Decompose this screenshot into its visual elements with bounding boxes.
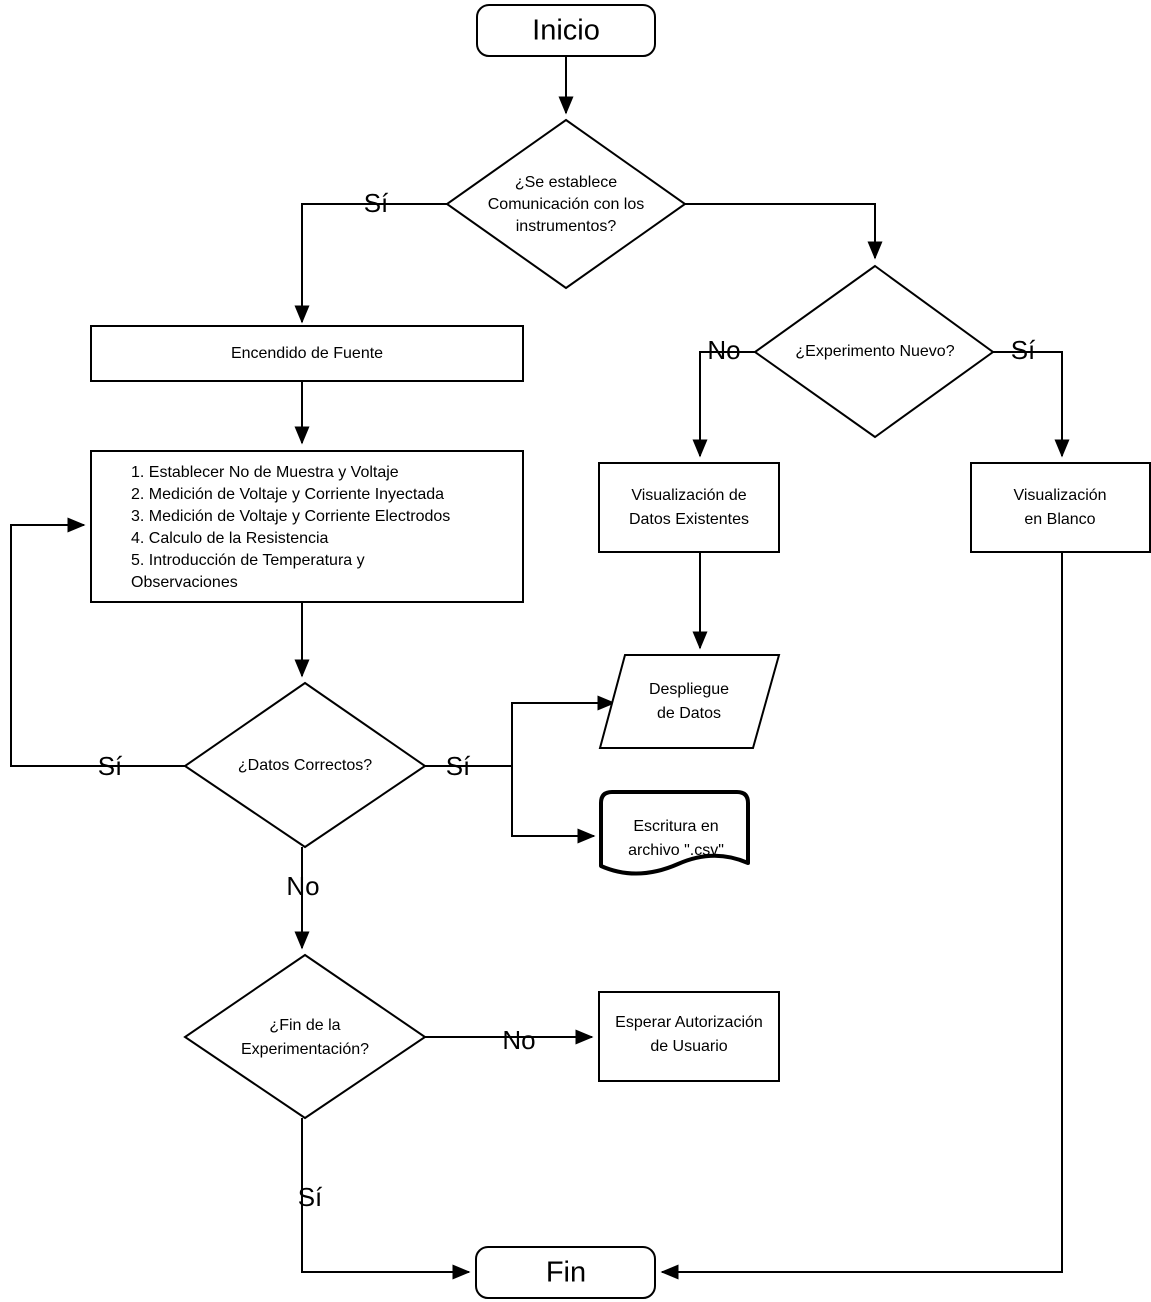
node-inicio[interactable]: Inicio bbox=[476, 4, 656, 57]
fin-experimentacion-label-line1: ¿Fin de la bbox=[269, 1017, 340, 1034]
comunicacion-label-line3: instrumentos? bbox=[516, 218, 617, 235]
fin-shape bbox=[475, 1246, 656, 1299]
node-encendido-de-fuente[interactable]: Encendido de Fuente bbox=[90, 325, 524, 382]
node-escritura-archivo-csv[interactable]: Escritura en archivo ".csv" bbox=[599, 790, 750, 876]
connectors bbox=[10, 57, 1070, 1280]
encendido-label: Encendido de Fuente bbox=[231, 345, 383, 362]
vis-blanco-label-line1: Visualización bbox=[1013, 487, 1106, 504]
fin-experimentacion-shape bbox=[183, 953, 427, 1120]
comunicacion-shape bbox=[445, 118, 687, 290]
fin-experimentacion-label-line2: Experimentación? bbox=[241, 1041, 369, 1058]
pasos-shape bbox=[90, 450, 524, 603]
edge-label-datos-si-right: Sí bbox=[446, 751, 471, 781]
experimento-nuevo-label: ¿Experimento Nuevo? bbox=[795, 343, 954, 360]
node-visualizacion-en-blanco[interactable]: Visualización en Blanco bbox=[970, 462, 1151, 553]
node-fin-experimentacion[interactable]: ¿Fin de la Experimentación? bbox=[183, 953, 427, 1120]
despliegue-shape bbox=[598, 654, 781, 749]
pasos-item-2: 2. Medición de Voltaje y Corriente Inyec… bbox=[131, 486, 444, 503]
datos-correctos-label: ¿Datos Correctos? bbox=[238, 757, 372, 774]
node-despliegue-de-datos[interactable]: Despliegue de Datos bbox=[598, 654, 781, 749]
vis-existentes-shape bbox=[598, 462, 780, 553]
edge-label-experimento-si: Sí bbox=[1011, 335, 1036, 365]
vis-existentes-label-line2: Datos Existentes bbox=[629, 511, 749, 528]
datos-correctos-shape bbox=[183, 681, 427, 849]
vis-blanco-shape bbox=[970, 462, 1151, 553]
node-visualizacion-datos-existentes[interactable]: Visualización de Datos Existentes bbox=[598, 462, 780, 553]
inicio-label: Inicio bbox=[532, 15, 600, 47]
edge-label-datos-si-left: Sí bbox=[98, 751, 123, 781]
edge-label-datos-no: No bbox=[286, 871, 319, 901]
edge-datos-si-to-escritura bbox=[511, 766, 596, 844]
edge-datos-si-loop-to-pasos bbox=[10, 517, 185, 767]
node-pasos[interactable]: 1. Establecer No de Muestra y Voltaje 2.… bbox=[90, 450, 524, 603]
escritura-label-line1: Escritura en bbox=[633, 818, 718, 835]
edge-label-comunicacion-si: Sí bbox=[364, 188, 389, 218]
pasos-item-4: 4. Calculo de la Resistencia bbox=[131, 530, 329, 547]
node-comunicacion[interactable]: ¿Se establece Comunicación con los instr… bbox=[445, 118, 687, 290]
comunicacion-label-line1: ¿Se establece bbox=[515, 174, 617, 191]
comunicacion-label-line2: Comunicación con los bbox=[488, 196, 645, 213]
esperar-label-line1: Esperar Autorización bbox=[615, 1014, 763, 1031]
esperar-label-line2: de Usuario bbox=[650, 1038, 727, 1055]
experimento-nuevo-shape bbox=[753, 264, 995, 439]
edge-vis-blanco-to-fin bbox=[660, 552, 1063, 1280]
edge-labels: Sí No Sí Sí Sí No No Sí bbox=[98, 188, 1036, 1212]
edge-label-experimento-no: No bbox=[707, 335, 740, 365]
vis-existentes-label-line1: Visualización de bbox=[631, 487, 746, 504]
escritura-shape bbox=[599, 790, 750, 876]
pasos-item-5: 5. Introducción de Temperatura y bbox=[131, 552, 365, 569]
vis-blanco-label-line2: en Blanco bbox=[1024, 511, 1095, 528]
pasos-item-3: 3. Medición de Voltaje y Corriente Elect… bbox=[131, 508, 450, 525]
edge-label-fin-exp-no: No bbox=[502, 1025, 535, 1055]
edge-comunicacion-no-to-experimento bbox=[685, 203, 883, 260]
edge-comunicacion-si-to-encendido bbox=[294, 203, 447, 324]
encendido-shape bbox=[90, 325, 524, 382]
despliegue-label-line2: de Datos bbox=[657, 705, 721, 722]
fin-label: Fin bbox=[546, 1257, 586, 1289]
node-datos-correctos[interactable]: ¿Datos Correctos? bbox=[183, 681, 427, 849]
edge-fin-exp-si-to-fin bbox=[301, 1118, 471, 1280]
pasos-item-5-cont: Observaciones bbox=[131, 574, 238, 591]
edge-experimento-si-to-vis-blanco bbox=[993, 351, 1070, 458]
pasos-item-1: 1. Establecer No de Muestra y Voltaje bbox=[131, 464, 399, 481]
despliegue-label-line1: Despliegue bbox=[649, 681, 729, 698]
node-experimento-nuevo[interactable]: ¿Experimento Nuevo? bbox=[753, 264, 995, 439]
node-esperar-autorizacion[interactable]: Esperar Autorización de Usuario bbox=[598, 991, 780, 1082]
inicio-shape bbox=[476, 4, 656, 57]
escritura-label-line2: archivo ".csv" bbox=[628, 842, 724, 859]
node-fin[interactable]: Fin bbox=[475, 1246, 656, 1299]
edge-label-fin-exp-si: Sí bbox=[298, 1182, 323, 1212]
edge-datos-si-to-despliegue bbox=[425, 695, 616, 767]
esperar-shape bbox=[598, 991, 780, 1082]
edge-experimento-no-to-vis-existentes bbox=[692, 351, 755, 458]
